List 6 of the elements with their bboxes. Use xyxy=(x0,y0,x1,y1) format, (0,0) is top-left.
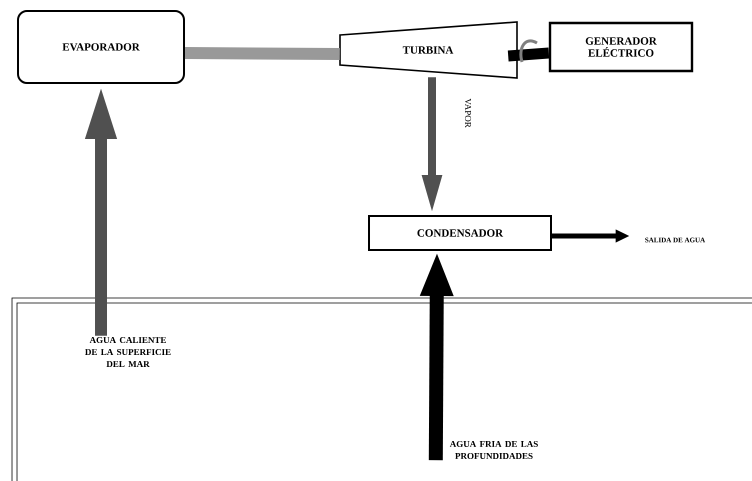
caption-text: AGUA FRIA DE LAS PROFUNDIDADES xyxy=(450,440,538,460)
generator-box: GENERADOR ELÉCTRICO xyxy=(548,22,694,72)
evaporator-box: EVAPORADOR xyxy=(17,10,185,84)
edge-label: VAPOR xyxy=(464,97,472,129)
caption-text: AGUA CALIENTE DE LA SUPERFICIE DEL MAR xyxy=(85,337,171,367)
condenser-box: CONDENSADOR xyxy=(368,215,552,251)
